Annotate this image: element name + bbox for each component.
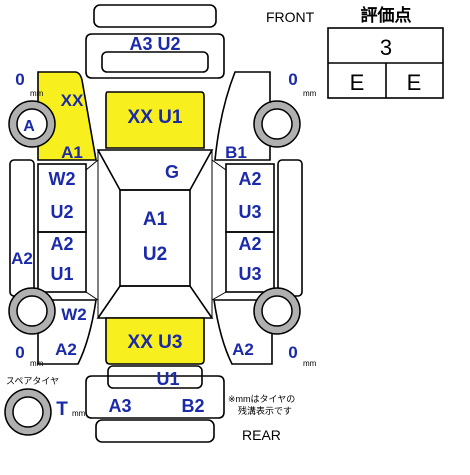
left-quarter-panel: [37, 299, 97, 365]
score-title: 評価点: [361, 5, 412, 25]
mark-hood: XX U1: [128, 107, 183, 128]
rear-label: REAR: [242, 427, 281, 443]
mark-lf-door-1: W2: [49, 169, 76, 189]
mark-fl-fender: XX: [61, 91, 84, 110]
trunk-panel: [105, 317, 205, 365]
tire-spare-unit: mm: [72, 409, 86, 418]
front-label: FRONT: [266, 9, 315, 25]
wheel-mark: A: [23, 118, 35, 135]
tire-rr-unit: mm: [303, 359, 317, 368]
mark-rr-door-2: U3: [238, 264, 261, 284]
right-quarter-panel: [213, 299, 273, 365]
cabin-outline: [96, 149, 214, 319]
mark-rr-door-1: A2: [238, 234, 261, 254]
mark-rear-bumper-right: B2: [181, 396, 204, 416]
tire-rl-value: 0: [15, 343, 24, 362]
left-doors: [9, 159, 99, 301]
exterior-score: E: [407, 70, 422, 95]
mark-roof-2: U2: [143, 244, 167, 265]
tire-fl-unit: mm: [30, 89, 44, 98]
mark-windshield: G: [165, 162, 179, 182]
mark-rf-door-1: A2: [238, 169, 261, 189]
front-right-fender: [214, 71, 271, 161]
mark-fl-fender-lower: A1: [61, 143, 83, 162]
tire-rear-right: [253, 287, 301, 335]
tire-spare-value: T: [56, 399, 68, 420]
score-box: 評価点 3 E E: [327, 5, 444, 99]
tire-front-left: A: [8, 100, 56, 148]
tire-fr-value: 0: [288, 70, 297, 89]
tire-fl-value: 0: [15, 70, 24, 89]
mark-right-quarter: A2: [232, 340, 254, 359]
mark-lr-door-1: A2: [50, 234, 73, 254]
mark-rf-door-2: U3: [238, 202, 261, 222]
front-bumper: [85, 4, 225, 79]
interior-score: E: [350, 70, 365, 95]
spare-label: スペアタイヤ: [6, 376, 59, 386]
overall-score: 3: [380, 35, 392, 60]
mark-left-quarter: A2: [55, 340, 77, 359]
mark-roof-1: A1: [143, 209, 168, 230]
front-left-fender: [37, 71, 97, 161]
hood-panel: [105, 91, 205, 149]
tire-rear-left: [8, 287, 56, 335]
mark-fr-fender: B1: [225, 143, 247, 162]
rear-bumper: [85, 365, 225, 443]
mark-left-rear-glass: W2: [61, 305, 87, 324]
mark-left-sill: A2: [11, 249, 33, 268]
tire-fr-unit: mm: [303, 89, 317, 98]
mark-lr-door-2: U1: [50, 264, 73, 284]
tire-rr-value: 0: [288, 343, 297, 362]
tire-spare: [4, 388, 52, 436]
tire-rl-unit: mm: [30, 359, 44, 368]
mark-rear-garnish: U1: [156, 369, 179, 389]
mark-front-bumper: A3 U2: [129, 34, 180, 54]
mark-trunk: XX U3: [128, 332, 183, 353]
note-line-1: ※mmはタイヤの: [228, 394, 295, 404]
mark-rear-bumper-left: A3: [108, 396, 131, 416]
tire-front-right: [253, 100, 301, 148]
note-line-2: 残溝表示です: [238, 405, 292, 416]
mark-lf-door-2: U2: [50, 202, 73, 222]
